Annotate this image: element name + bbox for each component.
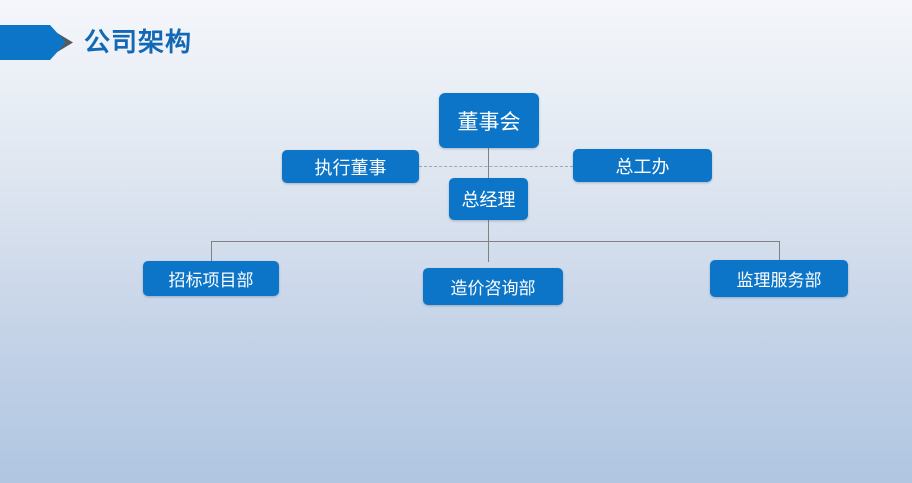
org-node-bidding-project-dept: 招标项目部 — [143, 261, 279, 296]
title-arrow-icon — [0, 25, 73, 60]
connector-board-to-gm — [488, 148, 489, 178]
org-node-chief-engineer-office: 总工办 — [573, 149, 712, 182]
page-title: 公司架构 — [84, 28, 193, 58]
connector-horizontal-rail — [211, 241, 779, 242]
org-node-supervision-service-dept: 监理服务部 — [710, 260, 848, 297]
org-node-cost-consulting-dept: 造价咨询部 — [423, 268, 563, 305]
org-node-board: 董事会 — [439, 93, 539, 148]
connector-stub-bidding — [211, 241, 212, 261]
connector-stub-supervision — [779, 241, 780, 260]
org-node-general-manager: 总经理 — [449, 178, 528, 220]
org-node-executive-director: 执行董事 — [282, 150, 419, 183]
connector-dashed-exec-office — [419, 166, 573, 167]
